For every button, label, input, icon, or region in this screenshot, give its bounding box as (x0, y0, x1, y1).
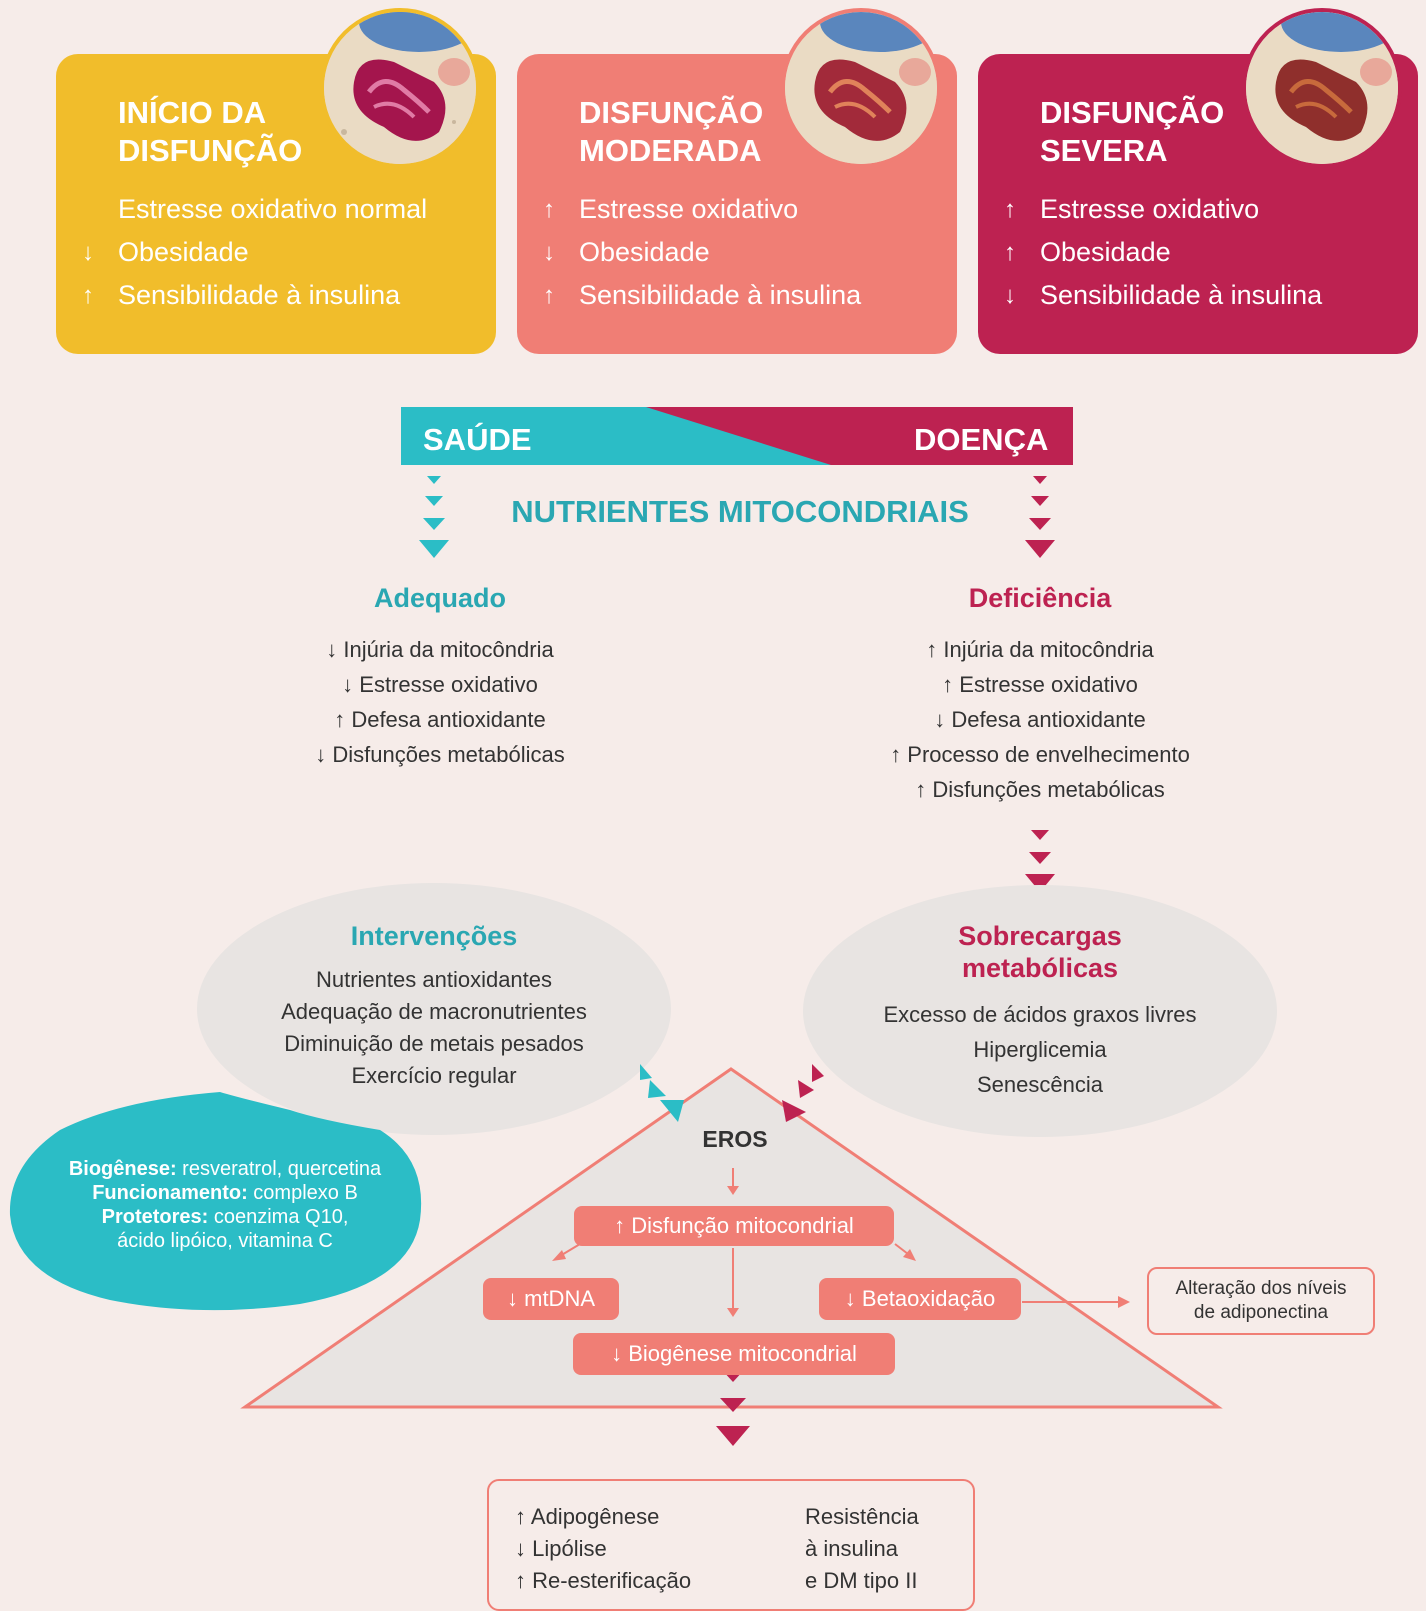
card-line-text: Obesidade (1040, 237, 1171, 267)
deficiency-title: Deficiência (968, 583, 1112, 613)
bubble-line: Funcionamento: complexo B (20, 1181, 430, 1205)
bubble-text: coenzima Q10, (208, 1206, 349, 1228)
card-line: ↓ Sensibilidade à insulina (1004, 274, 1322, 317)
adequate-title: Adequado (374, 583, 506, 613)
arrow-down-icon: ↓ (1004, 281, 1016, 309)
card-line-text: Sensibilidade à insulina (579, 280, 862, 310)
outcome-left: ↑ Adipogênese ↓ Lipólise ↑ Re-esterifica… (515, 1501, 691, 1597)
list-item: ↑ Injúria da mitocôndria (926, 637, 1154, 662)
card-line: ↓ Obesidade (82, 231, 427, 274)
arrow-down-icon: ↓ (543, 238, 555, 266)
outcome-item: ↑ Re-esterificação (515, 1568, 692, 1593)
interventions-list: Nutrientes antioxidantes Adequação de ma… (234, 964, 634, 1092)
bubble-text: ácido lipóico, vitamina C (117, 1230, 333, 1252)
card-line-text: Sensibilidade à insulina (1040, 280, 1323, 310)
list-item: Diminuição de metais pesados (284, 1031, 584, 1056)
card-line: ↑ Estresse oxidativo (543, 188, 861, 231)
card-line-text: Obesidade (579, 237, 710, 267)
card-line-text: Estresse oxidativo (1040, 194, 1260, 224)
outcome-right: Resistência à insulina e DM tipo II (805, 1501, 919, 1597)
bubble-line: Biogênese: resveratrol, quercetina (20, 1157, 430, 1181)
bubble-text: complexo B (247, 1182, 358, 1204)
list-item: Senescência (977, 1072, 1103, 1097)
nutrients-title: NUTRIENTES MITOCONDRIAIS (511, 494, 969, 529)
outcome-item: e DM tipo II (805, 1568, 918, 1593)
list-item: ↑ Disfunções metabólicas (915, 777, 1165, 802)
arrow-up-icon: ↑ (82, 281, 94, 309)
card-lines: Estresse oxidativo normal ↓ Obesidade ↑ Se… (82, 188, 427, 317)
overloads-title-line: Sobrecargas (958, 921, 1122, 951)
card-title: INÍCIO DA DISFUNÇÃO (118, 95, 303, 168)
bubble-label: Funcionamento: (92, 1182, 248, 1204)
list-item: Excesso de ácidos graxos livres (883, 1002, 1197, 1027)
arrow-up-icon: ↑ (543, 281, 555, 309)
list-item: ↑ Estresse oxidativo (942, 672, 1138, 697)
betaoxidation-box: ↓ Betaoxidação (819, 1278, 1021, 1320)
adiponectin-line: Alteração dos níveis (1175, 1278, 1347, 1299)
mitochondrion-image (781, 8, 941, 168)
card-title: DISFUNÇÃO MODERADA (579, 95, 764, 168)
card-line-text: Sensibilidade à insulina (118, 280, 401, 310)
mitochondrion-image (1242, 8, 1402, 168)
card-line-text: Estresse oxidativo (579, 194, 799, 224)
mitochondrial-dysfunction-box: ↑ Disfunção mitocondrial (574, 1206, 894, 1246)
arrow-up-icon: ↑ (1004, 238, 1016, 266)
outcome-item: ↓ Lipólise (515, 1536, 607, 1561)
bubble-label: Protetores: (101, 1206, 209, 1228)
deficiency-list: ↑ Injúria da mitocôndria ↑ Estresse oxid… (820, 632, 1260, 807)
adequate-list: ↓ Injúria da mitocôndria ↓ Estresse oxid… (240, 632, 640, 772)
list-item: ↓ Defesa antioxidante (934, 707, 1146, 732)
supplements-bubble: Biogênese: resveratrol, quercetina Funci… (20, 1157, 430, 1253)
arrow-up-icon: ↑ (1004, 195, 1016, 223)
card-line: Estresse oxidativo normal (82, 188, 427, 231)
chevron-down-icon (1025, 476, 1055, 558)
list-item: ↑ Defesa antioxidante (334, 707, 546, 732)
mitochondrion-image (320, 8, 480, 168)
chevron-down-icon (419, 476, 449, 558)
eros-label: EROS (702, 1126, 768, 1152)
card-title: DISFUNÇÃO SEVERA (1040, 95, 1225, 168)
interventions-title: Intervenções (350, 921, 518, 951)
bubble-label: Biogênese: (68, 1158, 177, 1180)
bubble-line: ácido lipóico, vitamina C (20, 1229, 430, 1253)
adiponectin-line: de adiponectina (1193, 1302, 1329, 1323)
health-disease-bar (401, 407, 1073, 465)
health-label: SAÚDE (423, 422, 532, 457)
arrow-down-icon: ↓ (82, 238, 94, 266)
overloads-list: Excesso de ácidos graxos livres Hipergli… (840, 997, 1240, 1102)
overloads-title: Sobrecargas metabólicas (890, 920, 1190, 984)
card-line: ↑ Estresse oxidativo (1004, 188, 1322, 231)
list-item: ↓ Injúria da mitocôndria (326, 637, 554, 662)
list-item: ↓ Estresse oxidativo (342, 672, 538, 697)
list-item: Nutrientes antioxidantes (315, 967, 553, 992)
card-lines: ↑ Estresse oxidativo ↑ Obesidade ↓ Sensibil… (1004, 188, 1322, 317)
list-item: ↓ Disfunções metabólicas (315, 742, 565, 767)
arrow-up-icon: ↑ (543, 195, 555, 223)
card-line: ↑ Obesidade (1004, 231, 1322, 274)
card-line: ↑ Sensibilidade à insulina (543, 274, 861, 317)
adiponectin-box: Alteração dos níveis de adiponectina (1147, 1267, 1375, 1335)
mitochondrial-biogenesis-box: ↓ Biogênese mitocondrial (573, 1333, 895, 1375)
list-item: Hiperglicemia (973, 1037, 1107, 1062)
list-item: ↑ Processo de envelhecimento (890, 742, 1190, 767)
outcome-item: à insulina (805, 1536, 898, 1561)
card-line-text: Obesidade (118, 237, 249, 267)
bubble-text: resveratrol, quercetina (176, 1158, 382, 1180)
card-lines: ↑ Estresse oxidativo ↓ Obesidade ↑ Sensibil… (543, 188, 861, 317)
outcome-item: ↑ Adipogênese (515, 1504, 660, 1529)
card-line-text: Estresse oxidativo normal (118, 194, 428, 224)
disease-label: DOENÇA (914, 422, 1049, 457)
overloads-title-line: metabólicas (961, 953, 1119, 983)
outcome-box: ↑ Adipogênese ↓ Lipólise ↑ Re-esterifica… (487, 1479, 975, 1611)
card-line: ↑ Sensibilidade à insulina (82, 274, 427, 317)
mtdna-box: ↓ mtDNA (483, 1278, 619, 1320)
card-line: ↓ Obesidade (543, 231, 861, 274)
list-item: Exercício regular (351, 1063, 517, 1088)
outcome-item: Resistência (805, 1504, 919, 1529)
list-item: Adequação de macronutrientes (281, 999, 587, 1024)
bubble-line: Protetores: coenzima Q10, (20, 1205, 430, 1229)
chevron-down-icon (1025, 830, 1055, 892)
